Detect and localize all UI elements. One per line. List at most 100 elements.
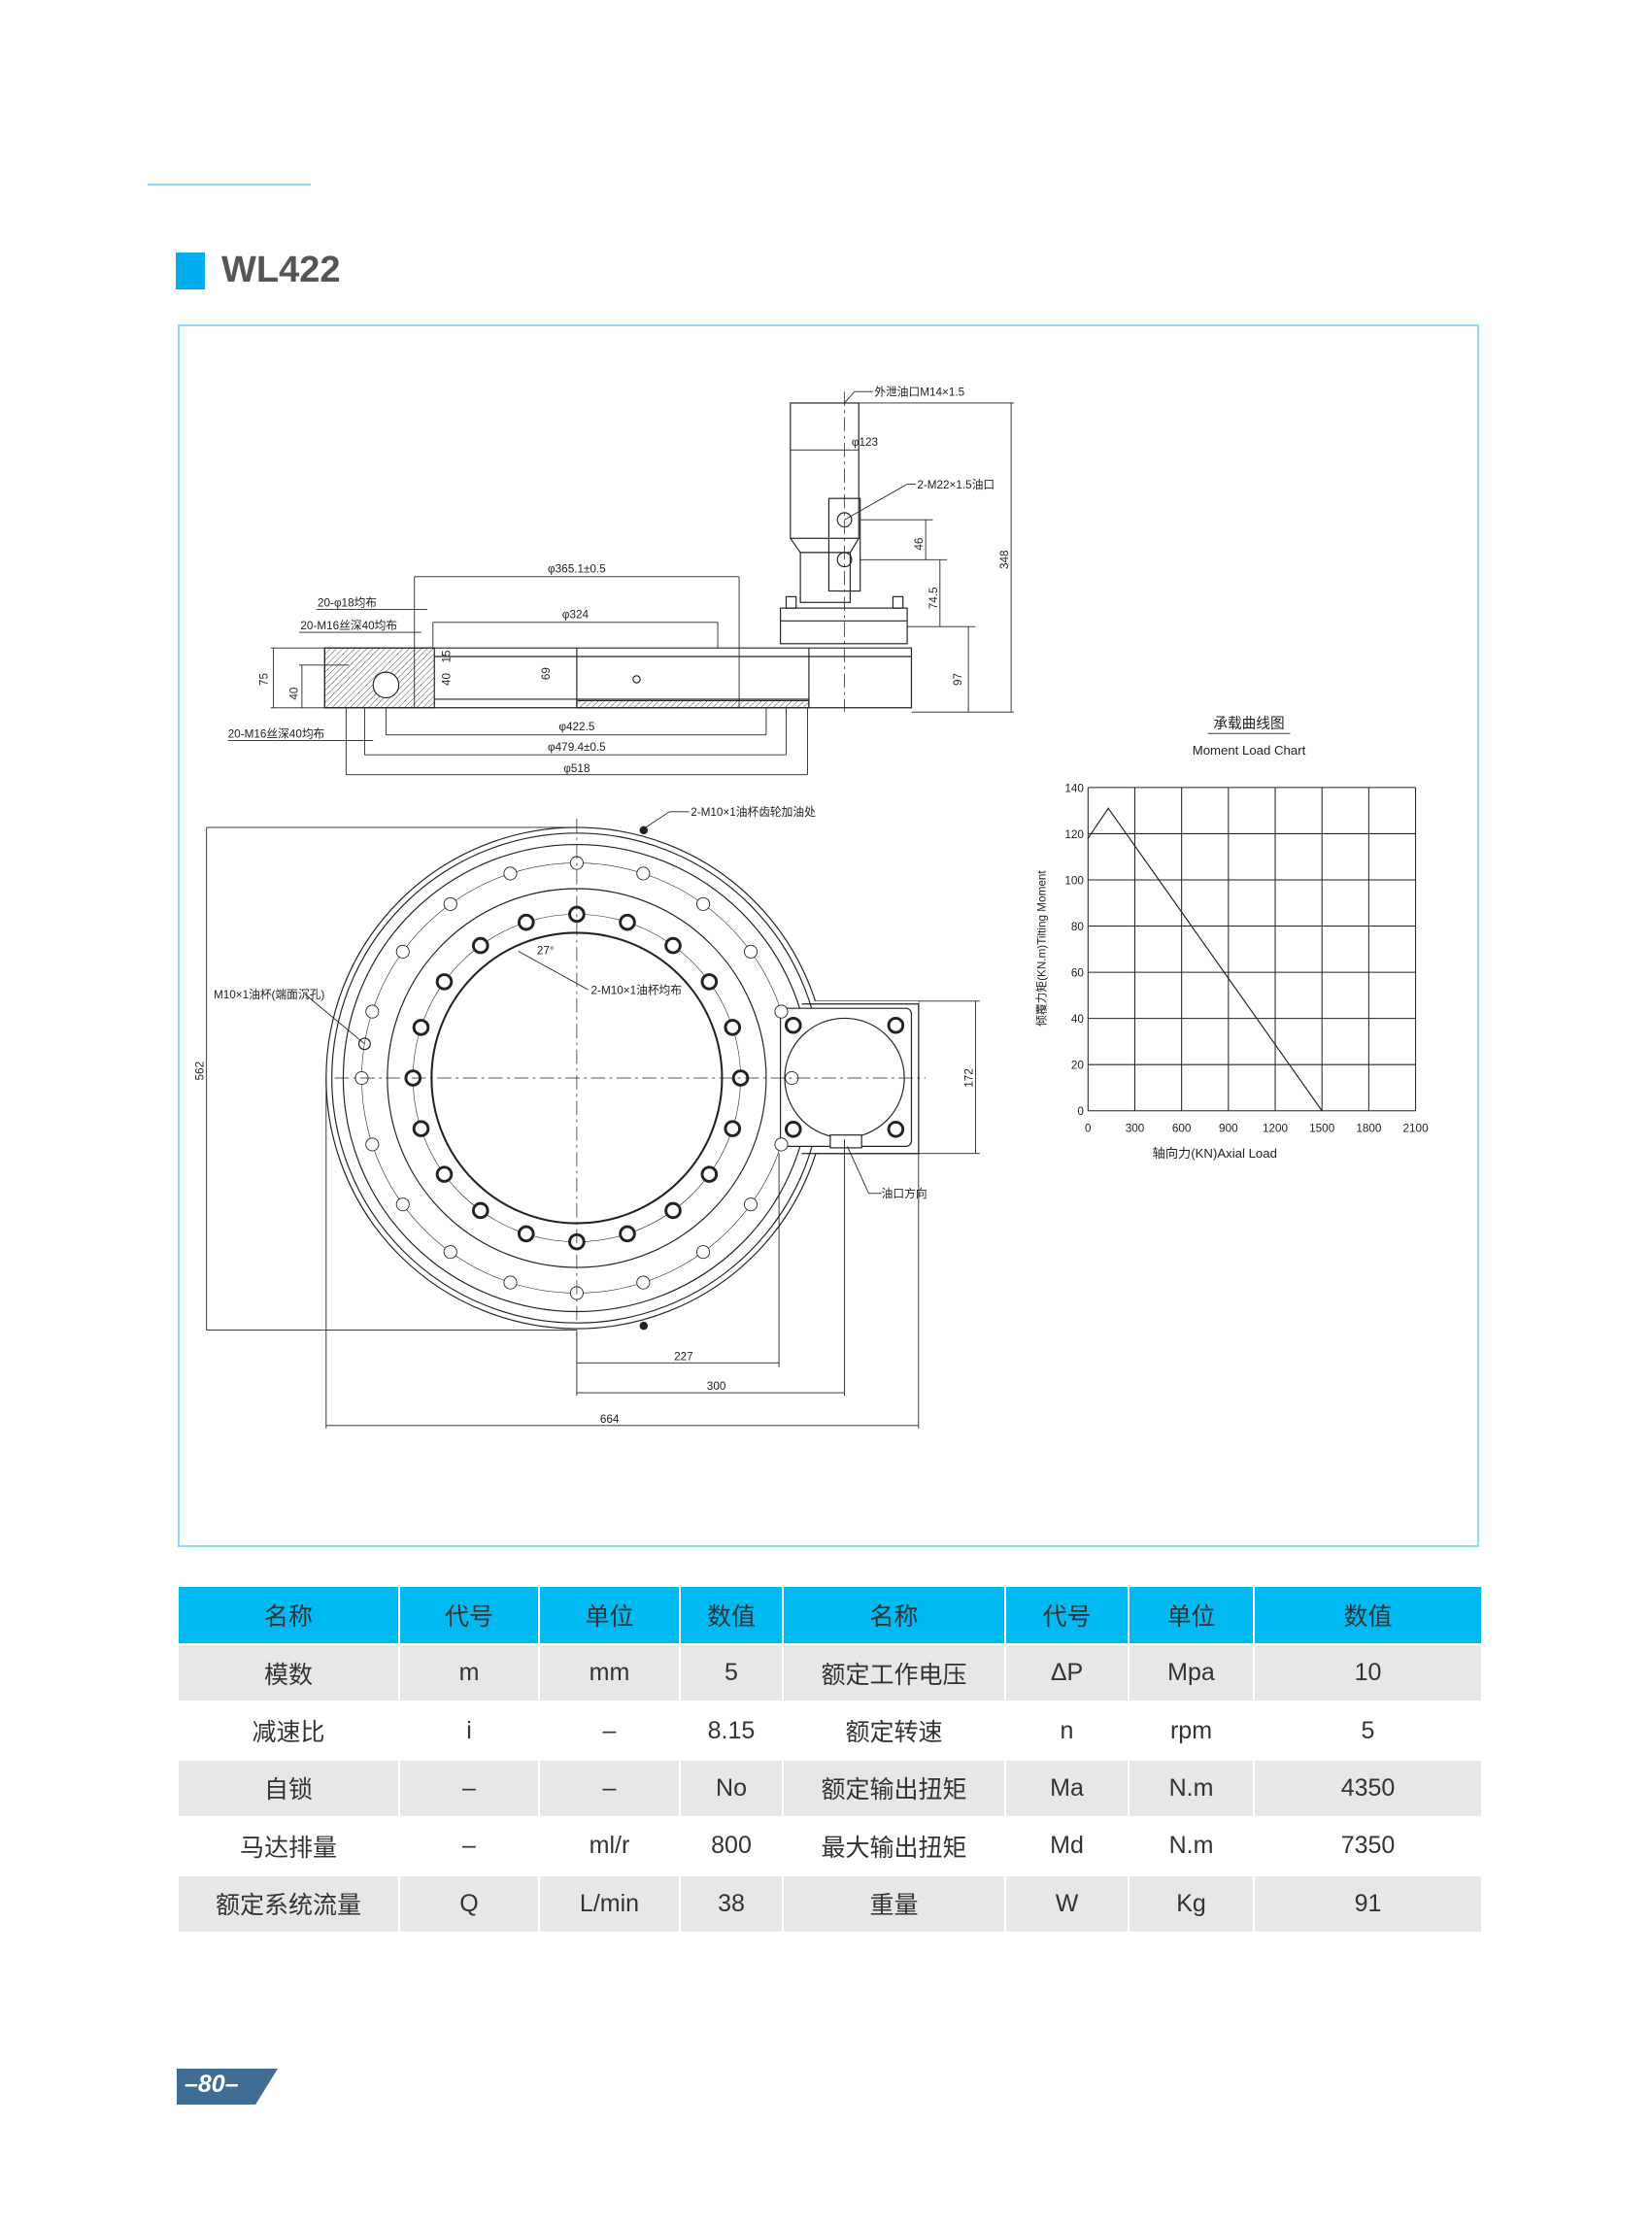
oil-ports-label: 2-M22×1.5油口 bbox=[917, 478, 995, 491]
thread-bottom-label: 20-M16丝深40均布 bbox=[228, 727, 325, 741]
y-tick-label: 140 bbox=[1064, 782, 1084, 794]
side-labels: 外泄油口M14×1.5 φ123 2-M22×1.5油口 φ365.1±0.5 … bbox=[228, 386, 1012, 775]
inner-bolt-hole bbox=[517, 913, 535, 931]
table-cell: 5 bbox=[679, 1642, 784, 1703]
table-cell: m bbox=[398, 1642, 540, 1703]
table-cell: 额定工作电压 bbox=[782, 1642, 1006, 1703]
x-tick-label: 600 bbox=[1172, 1123, 1192, 1135]
table-cell: 马达排量 bbox=[177, 1816, 400, 1876]
table-cell: Kg bbox=[1128, 1873, 1255, 1935]
outer-bolt-hole bbox=[743, 944, 759, 959]
angle-label: 27° bbox=[537, 944, 555, 957]
gear-cups-label: 2-M10×1油杯齿轮加油处 bbox=[691, 805, 816, 819]
table-cell: N.m bbox=[1128, 1758, 1255, 1819]
motor-dia-label: φ123 bbox=[852, 436, 878, 449]
end-cup-label: M10×1油杯(端面沉孔) bbox=[214, 988, 324, 1001]
outer-bolt-hole bbox=[443, 1245, 457, 1260]
motor-body bbox=[790, 402, 860, 539]
x-tick-label: 1800 bbox=[1356, 1123, 1382, 1135]
table-cell: – bbox=[398, 1816, 540, 1876]
gear-teeth bbox=[576, 699, 810, 709]
cups-even-label: 2-M10×1油杯均布 bbox=[591, 984, 683, 997]
y-tick-label: 80 bbox=[1071, 921, 1085, 933]
motor-bolt-hole bbox=[887, 1016, 905, 1034]
outer-bolt-hole bbox=[395, 944, 410, 959]
outer-bolt-hole bbox=[503, 866, 518, 881]
inner-bolt-hole bbox=[664, 1201, 682, 1220]
thread-top-label: 20-M16丝深40均布 bbox=[300, 619, 397, 632]
inner-bolt-hole bbox=[412, 1120, 430, 1137]
h40b-label: 40 bbox=[440, 672, 453, 686]
table-cell: Mpa bbox=[1128, 1642, 1255, 1703]
column-header: 数值 bbox=[1253, 1585, 1483, 1645]
chart-title: 承载曲线图 bbox=[1213, 715, 1284, 731]
table-cell: 额定系统流量 bbox=[177, 1873, 400, 1935]
motor-bolt-hole bbox=[887, 1121, 905, 1138]
table-cell: 最大输出扭矩 bbox=[782, 1816, 1006, 1876]
ball-icon bbox=[372, 671, 400, 699]
bolt-head bbox=[892, 595, 904, 609]
table-cell: Q bbox=[398, 1873, 540, 1935]
table-cell: rpm bbox=[1128, 1701, 1255, 1761]
oil-direction-label: 油口方向 bbox=[882, 1187, 927, 1200]
d227-label: 227 bbox=[674, 1350, 693, 1363]
h40a-label: 40 bbox=[287, 687, 300, 700]
table-cell: 减速比 bbox=[177, 1701, 400, 1761]
inner-bolt-hole bbox=[664, 936, 682, 955]
drain-port-label: 外泄油口M14×1.5 bbox=[874, 386, 964, 399]
page-number: –80– bbox=[185, 2071, 239, 2098]
x-tick-label: 2100 bbox=[1403, 1123, 1430, 1135]
y-tick-label: 20 bbox=[1071, 1060, 1085, 1072]
oil-cup-icon bbox=[639, 1321, 649, 1331]
outer-bolt-hole bbox=[365, 1004, 380, 1019]
d300-label: 300 bbox=[707, 1380, 726, 1393]
series-line bbox=[1087, 807, 1323, 1112]
d365-label: φ365.1±0.5 bbox=[548, 562, 606, 575]
inner-bolt-hole bbox=[724, 1120, 742, 1137]
bolt-head bbox=[785, 595, 797, 609]
table-cell: 额定输出扭矩 bbox=[782, 1758, 1006, 1819]
drawing-frame bbox=[178, 324, 1479, 1547]
motor-taper bbox=[790, 537, 860, 554]
inner-bolt-hole bbox=[619, 1225, 636, 1243]
center-mark bbox=[632, 675, 641, 684]
outer-bolt-hole bbox=[636, 1275, 651, 1290]
side-dimensions bbox=[227, 390, 1015, 776]
y-tick-label: 0 bbox=[1077, 1105, 1084, 1118]
outer-bolt-hole bbox=[636, 866, 651, 881]
h46-label: 46 bbox=[913, 538, 926, 551]
h69-label: 69 bbox=[540, 667, 553, 680]
table-cell: ml/r bbox=[538, 1816, 681, 1876]
inner-bolt-hole bbox=[619, 913, 636, 931]
motor-flange bbox=[779, 607, 908, 645]
h74-label: 74.5 bbox=[927, 587, 940, 609]
outer-bolt-hole bbox=[395, 1197, 410, 1212]
column-header: 单位 bbox=[1128, 1585, 1255, 1645]
d324-label: φ324 bbox=[562, 608, 590, 621]
column-header: 名称 bbox=[782, 1585, 1006, 1645]
d562-label: 562 bbox=[194, 1062, 207, 1081]
moment-load-chart: 承载曲线图 Moment Load Chart 轴向力(KN)Axial Loa… bbox=[1035, 715, 1429, 1161]
h15-label: 15 bbox=[440, 650, 453, 663]
outer-bolt-hole bbox=[695, 896, 711, 911]
inner-bolt-hole bbox=[700, 1165, 719, 1183]
table-cell: 7350 bbox=[1253, 1816, 1483, 1876]
table-cell: ΔP bbox=[1004, 1642, 1129, 1703]
motor-bolt-hole bbox=[784, 1121, 802, 1138]
plan-view: 2-M10×1油杯齿轮加油处 2-M10×1油杯均布 M10×1油杯(端面沉孔)… bbox=[194, 805, 980, 1429]
table-cell: 10 bbox=[1253, 1642, 1483, 1703]
inner-bolt-hole bbox=[724, 1019, 742, 1036]
page-title: WL422 bbox=[221, 250, 341, 290]
bolt-holes bbox=[354, 856, 905, 1300]
table-cell: W bbox=[1004, 1873, 1129, 1935]
d664-label: 664 bbox=[600, 1413, 620, 1426]
column-header: 名称 bbox=[177, 1585, 400, 1645]
h97-label: 97 bbox=[952, 673, 964, 686]
title-marker bbox=[176, 253, 205, 289]
table-cell: mm bbox=[538, 1642, 681, 1703]
